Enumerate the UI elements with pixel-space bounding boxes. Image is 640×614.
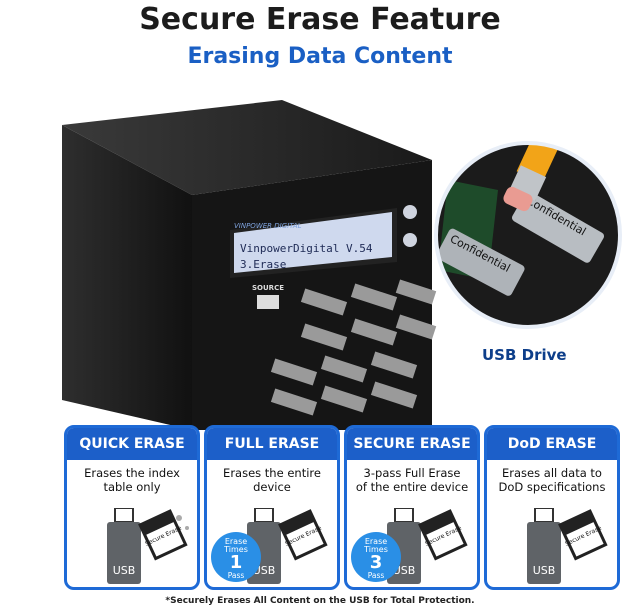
- card-description-line-2: DoD specifications: [498, 480, 606, 494]
- card-title: SECURE ERASE: [347, 428, 477, 460]
- source-label: SOURCE: [252, 284, 284, 292]
- card-description-line-2: of the entire device: [355, 480, 469, 494]
- usb-label: USB: [113, 564, 136, 577]
- card-description-line-1: 3-pass Full Erase: [363, 466, 461, 480]
- card-dod-erase: DoD ERASE Erases all data to DoD specifi…: [484, 425, 620, 590]
- card-quick-erase: QUICK ERASE Erases the index table only …: [64, 425, 200, 590]
- card-title: FULL ERASE: [207, 428, 337, 460]
- page-subtitle: Erasing Data Content: [187, 44, 453, 69]
- usb-eraser-icon: USB Secure Erase: [107, 508, 189, 584]
- erase-times-badge: Erase Times 3 Pass: [351, 532, 401, 582]
- usb-drive-zoom-image: Confidential Confidential: [434, 141, 622, 329]
- card-description-line-1: Erases the entire: [223, 466, 321, 480]
- erase-times-badge: Erase Times 1 Pass: [211, 532, 261, 582]
- pencil-eraser-icon: [503, 143, 568, 212]
- usb-drive-label: USB Drive: [482, 346, 567, 364]
- device-brand: VINPOWER DIGITAL: [234, 222, 302, 230]
- usb-eraser-icon: USB Secure Erase: [527, 508, 608, 584]
- card-full-erase: FULL ERASE Erases the entire device USB …: [204, 425, 340, 590]
- card-description-line-2: table only: [103, 480, 161, 494]
- usb-duplicator-image: VINPOWER DIGITAL VinpowerDigital V.54 3.…: [62, 100, 437, 430]
- usb-eraser-icon: USB Secure Erase: [387, 508, 468, 584]
- footnote: *Securely Erases All Content on the USB …: [165, 596, 475, 606]
- lcd-line-2: 3.Erase: [240, 258, 286, 271]
- card-title: QUICK ERASE: [67, 428, 197, 460]
- card-description-line-1: Erases the index: [84, 466, 180, 480]
- usb-label: USB: [533, 564, 556, 577]
- card-secure-erase: SECURE ERASE 3-pass Full Erase of the en…: [344, 425, 480, 590]
- page-title: Secure Erase Feature: [139, 2, 501, 37]
- card-description-line-2: device: [253, 480, 291, 494]
- lcd-line-1: VinpowerDigital V.54: [240, 242, 373, 255]
- card-description-line-1: Erases all data to: [502, 466, 602, 480]
- usb-drive-stack: [270, 279, 437, 416]
- card-title: DoD ERASE: [487, 428, 617, 460]
